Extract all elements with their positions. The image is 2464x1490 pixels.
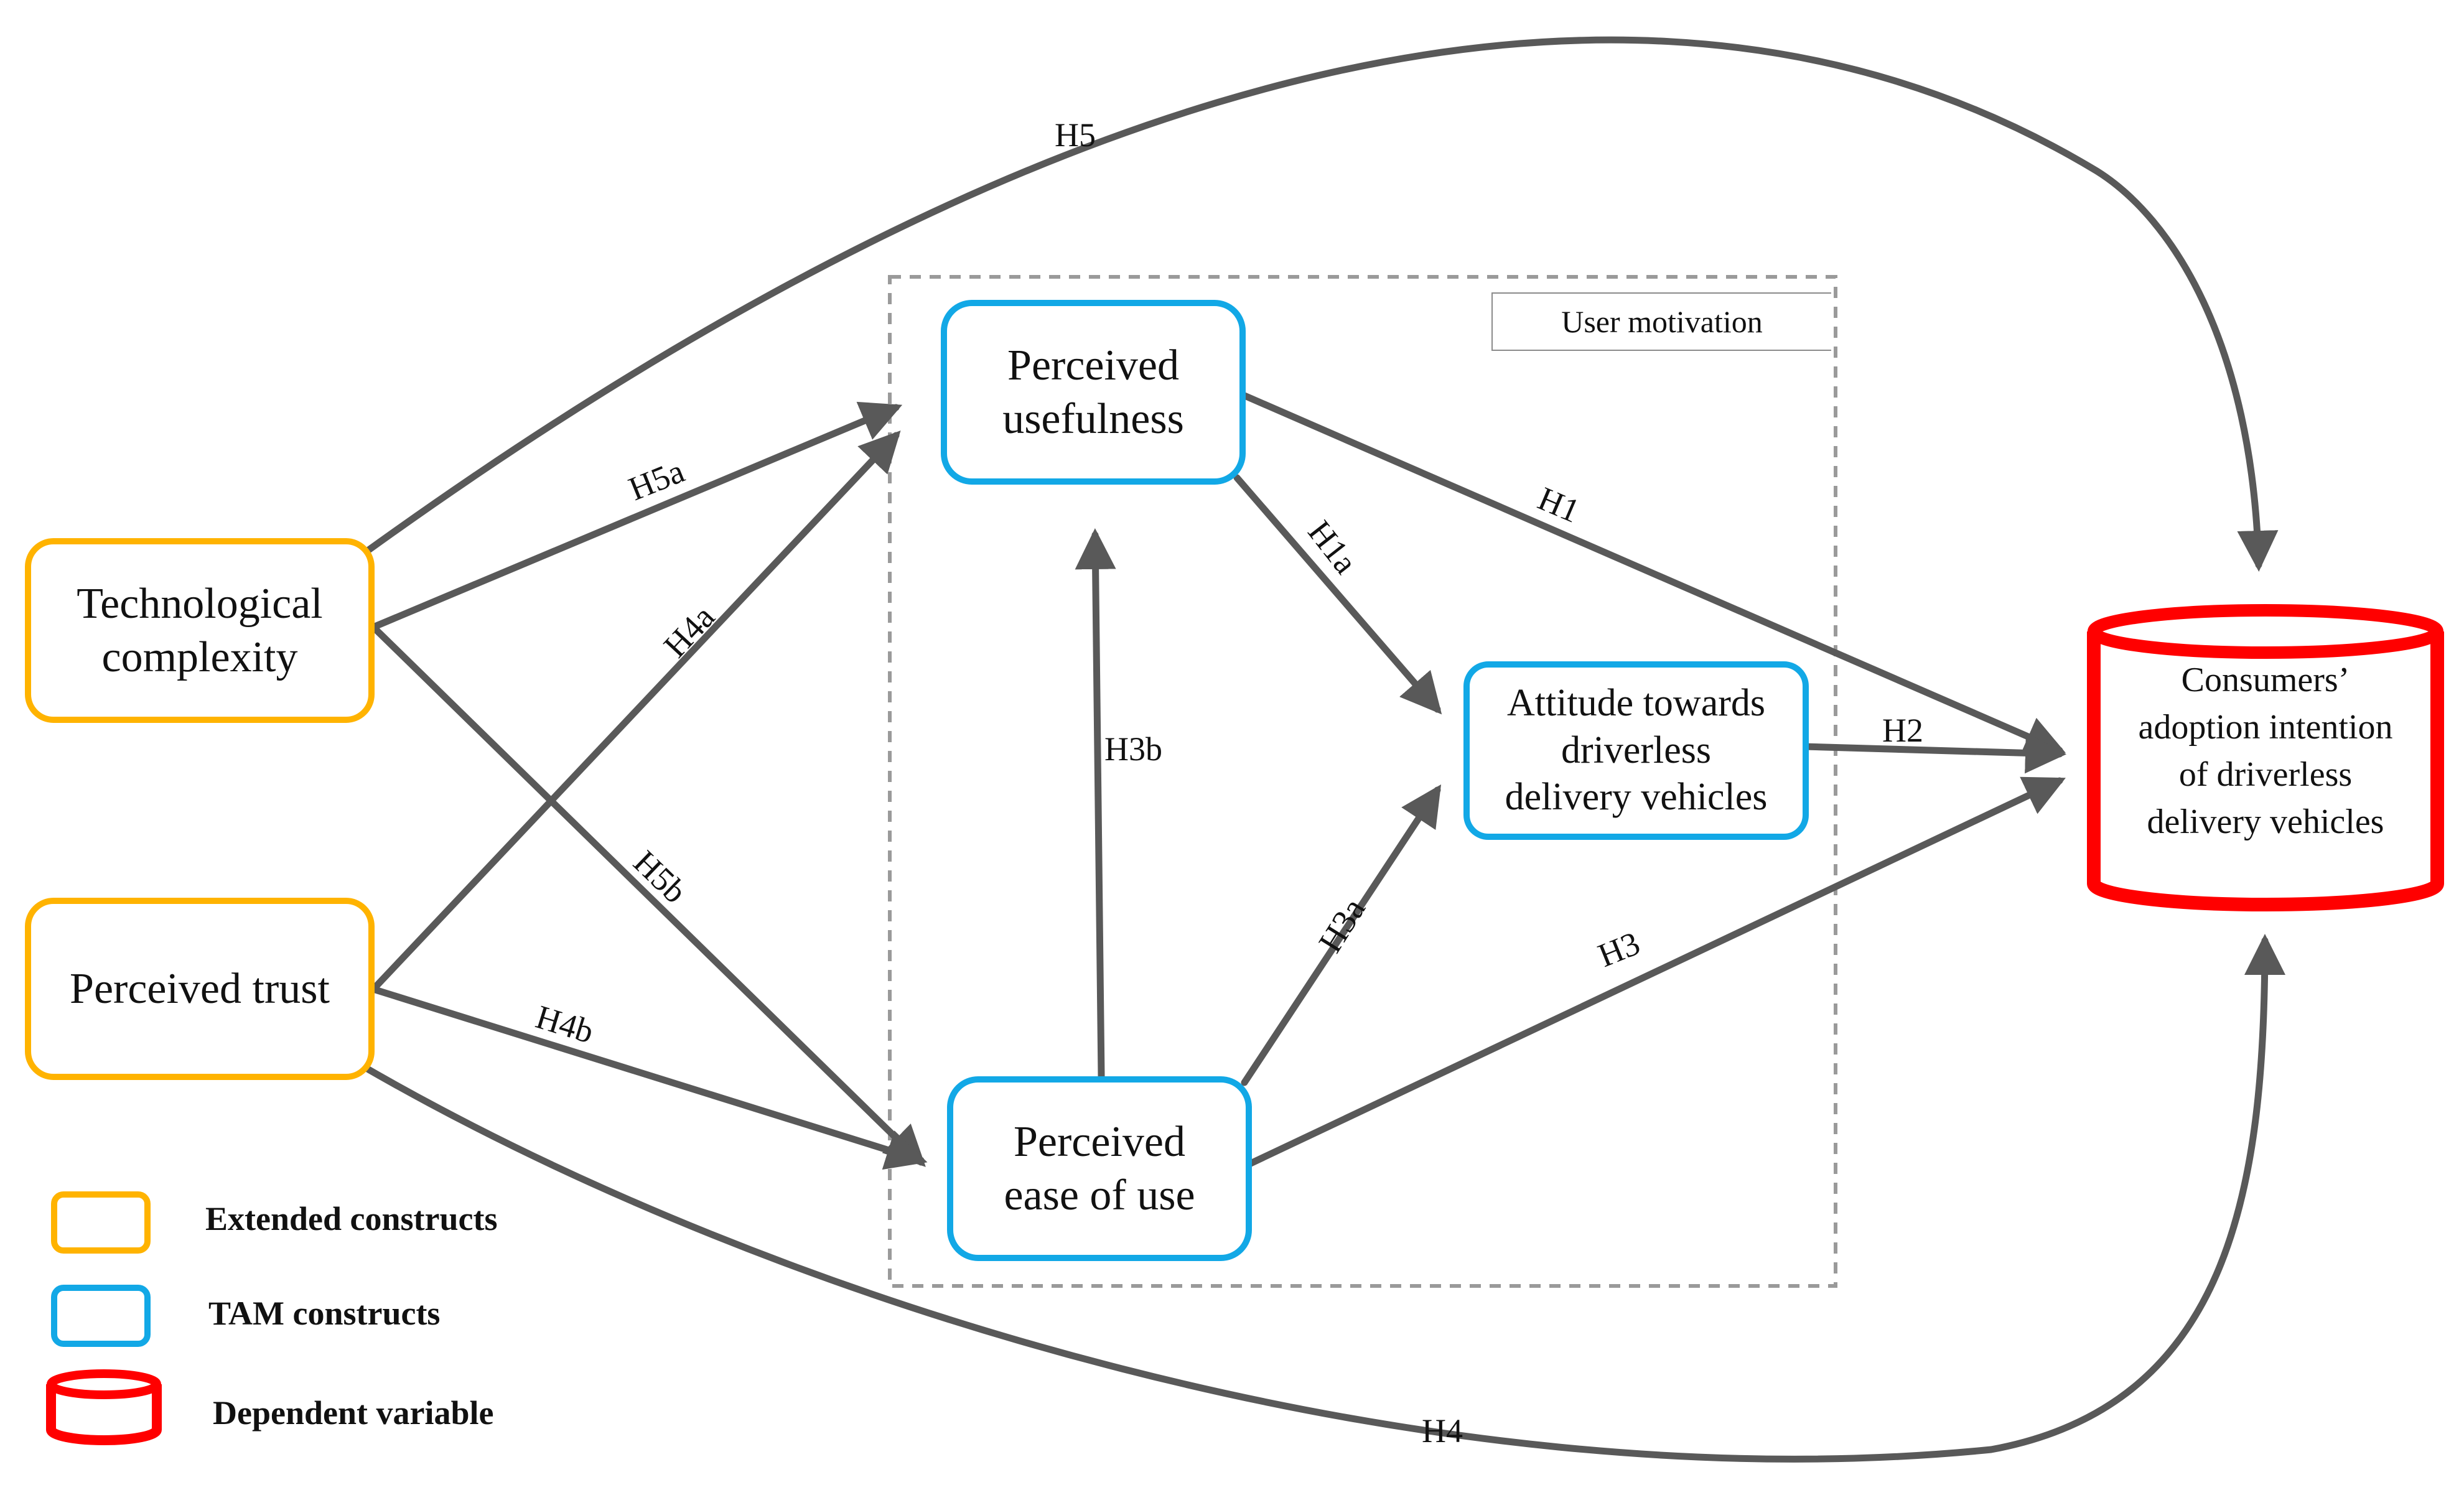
edge-label-h4a: H4a xyxy=(656,598,722,664)
node-attitude: Attitude towards driverless delivery veh… xyxy=(1463,661,1809,840)
edge-label-h2: H2 xyxy=(1882,712,1923,749)
edge-h2 xyxy=(1801,732,2066,774)
user-motivation-tag: User motivation xyxy=(1491,292,1831,351)
node-technological-complexity-label: Technological complexity xyxy=(77,580,323,681)
node-perceived-trust-label: Perceived trust xyxy=(70,964,330,1013)
edge-h4b xyxy=(370,985,928,1170)
edge-label-h5b: H5b xyxy=(627,843,694,910)
legend-tam-swatch xyxy=(51,1285,151,1347)
node-technological-complexity: Technological complexity xyxy=(25,538,375,723)
edge-h1a xyxy=(1233,474,1442,715)
node-perceived-ease-of-use: Perceived ease of use xyxy=(947,1076,1252,1261)
edge-h5a xyxy=(370,401,903,631)
node-adoption-intention-label: Consumers’ adoption intention of driverl… xyxy=(2138,661,2393,842)
legend-tam-label: TAM constructs xyxy=(208,1295,441,1332)
edge-h4a xyxy=(370,431,901,993)
user-motivation-label: User motivation xyxy=(1561,304,1763,339)
legend-extended-label: Extended constructs xyxy=(205,1200,498,1237)
edge-h5 xyxy=(357,36,2279,572)
edge-h5b xyxy=(370,623,926,1167)
edge-label-h5: H5 xyxy=(1055,116,1096,154)
edge-h1 xyxy=(1239,391,2066,756)
edge-label-h3: H3 xyxy=(1593,924,1645,974)
node-perceived-usefulness: Perceived usefulness xyxy=(941,300,1246,485)
edge-h3 xyxy=(1247,776,2066,1167)
node-perceived-usefulness-label: Perceived usefulness xyxy=(1002,342,1184,443)
node-attitude-label: Attitude towards driverless delivery veh… xyxy=(1505,682,1768,819)
user-motivation-group-border xyxy=(888,275,1837,1288)
edge-label-h1a: H1a xyxy=(1301,513,1365,580)
node-perceived-ease-of-use-label: Perceived ease of use xyxy=(1004,1118,1195,1219)
legend-dependent-label: Dependent variable xyxy=(213,1394,494,1432)
edge-label-h3b: H3b xyxy=(1104,730,1162,768)
edge-label-h4: H4 xyxy=(1422,1412,1463,1450)
adoption-intention-cylinder xyxy=(2087,604,2444,911)
edge-h3a xyxy=(1241,784,1442,1086)
edge-h3b xyxy=(1075,528,1116,1080)
node-perceived-trust: Perceived trust xyxy=(25,898,375,1080)
edge-h4 xyxy=(357,934,2285,1463)
legend-cylinder-icon xyxy=(46,1369,162,1445)
legend-extended-swatch xyxy=(51,1191,151,1254)
